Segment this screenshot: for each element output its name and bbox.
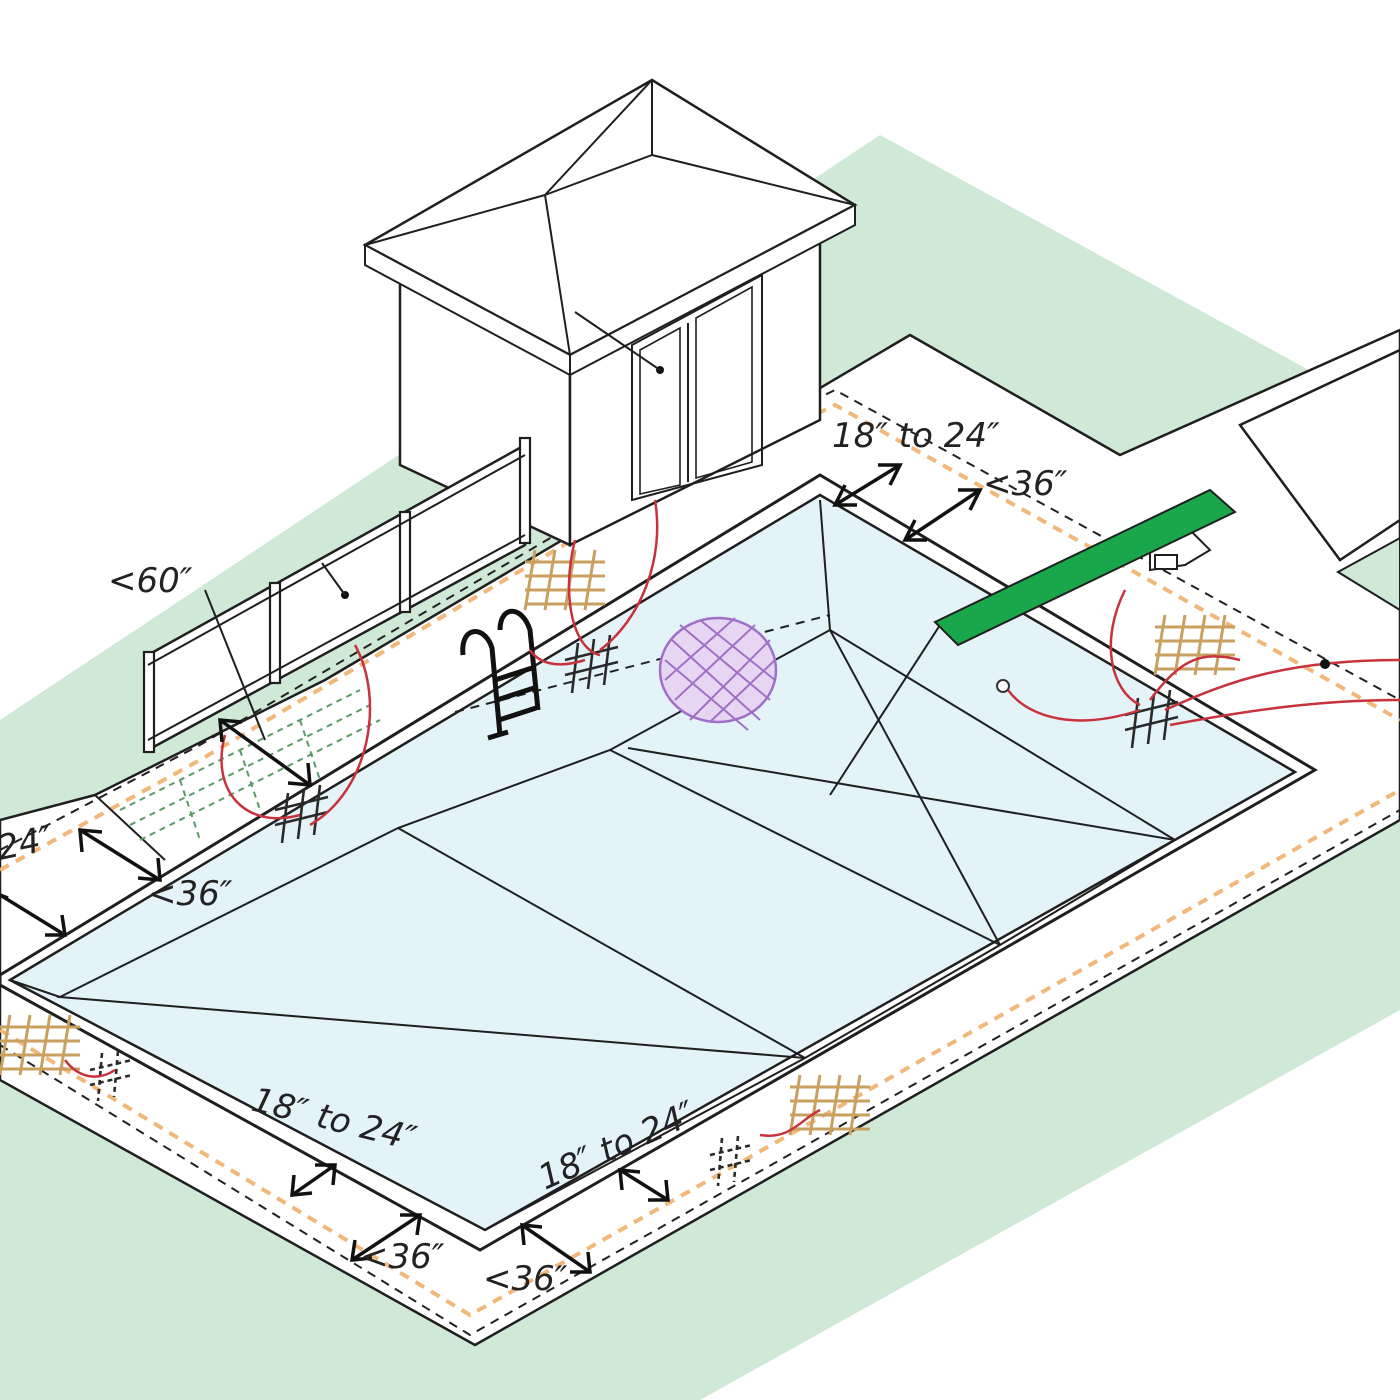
pool-floor (56, 628, 1177, 1060)
pool-ladder (460, 608, 541, 741)
arrow-bottom-clearance-2 (618, 1168, 670, 1202)
bonding-mesh-patches (0, 549, 1235, 1136)
arrow-bottom-max-1 (349, 1213, 423, 1262)
arrow-bottom-max-2 (520, 1223, 592, 1274)
arrow-top-clearance (832, 463, 903, 507)
measurement-arrows (0, 463, 983, 1274)
label-bottom-max-1: <36″ (360, 1237, 445, 1277)
arrow-left-clearance (0, 893, 68, 937)
lawn-patch-right (1336, 536, 1400, 612)
main-drain-grate (658, 616, 778, 731)
arrow-bottom-clearance-1 (290, 1163, 337, 1197)
arrow-top-max (902, 488, 983, 542)
diving-board (933, 488, 1237, 647)
label-fence-max: <60″ (108, 561, 193, 601)
arrow-left-max (78, 828, 162, 882)
pool-house-door (574, 273, 763, 502)
label-left-max: <36″ (148, 874, 233, 914)
bonding-wires (64, 499, 1400, 1138)
label-bottom-max-2: <36″ (483, 1259, 568, 1299)
fence-measure-leader (204, 589, 266, 741)
fence (142, 436, 532, 754)
label-top-max: <36″ (983, 464, 1068, 504)
label-top-clearance: 18″ to 24″ (832, 416, 1000, 456)
arrow-fence-max (218, 718, 312, 787)
wall-fitting (996, 679, 1010, 693)
pool (0, 473, 1318, 1252)
pool-house (362, 78, 858, 548)
wire-junction (1320, 659, 1330, 669)
